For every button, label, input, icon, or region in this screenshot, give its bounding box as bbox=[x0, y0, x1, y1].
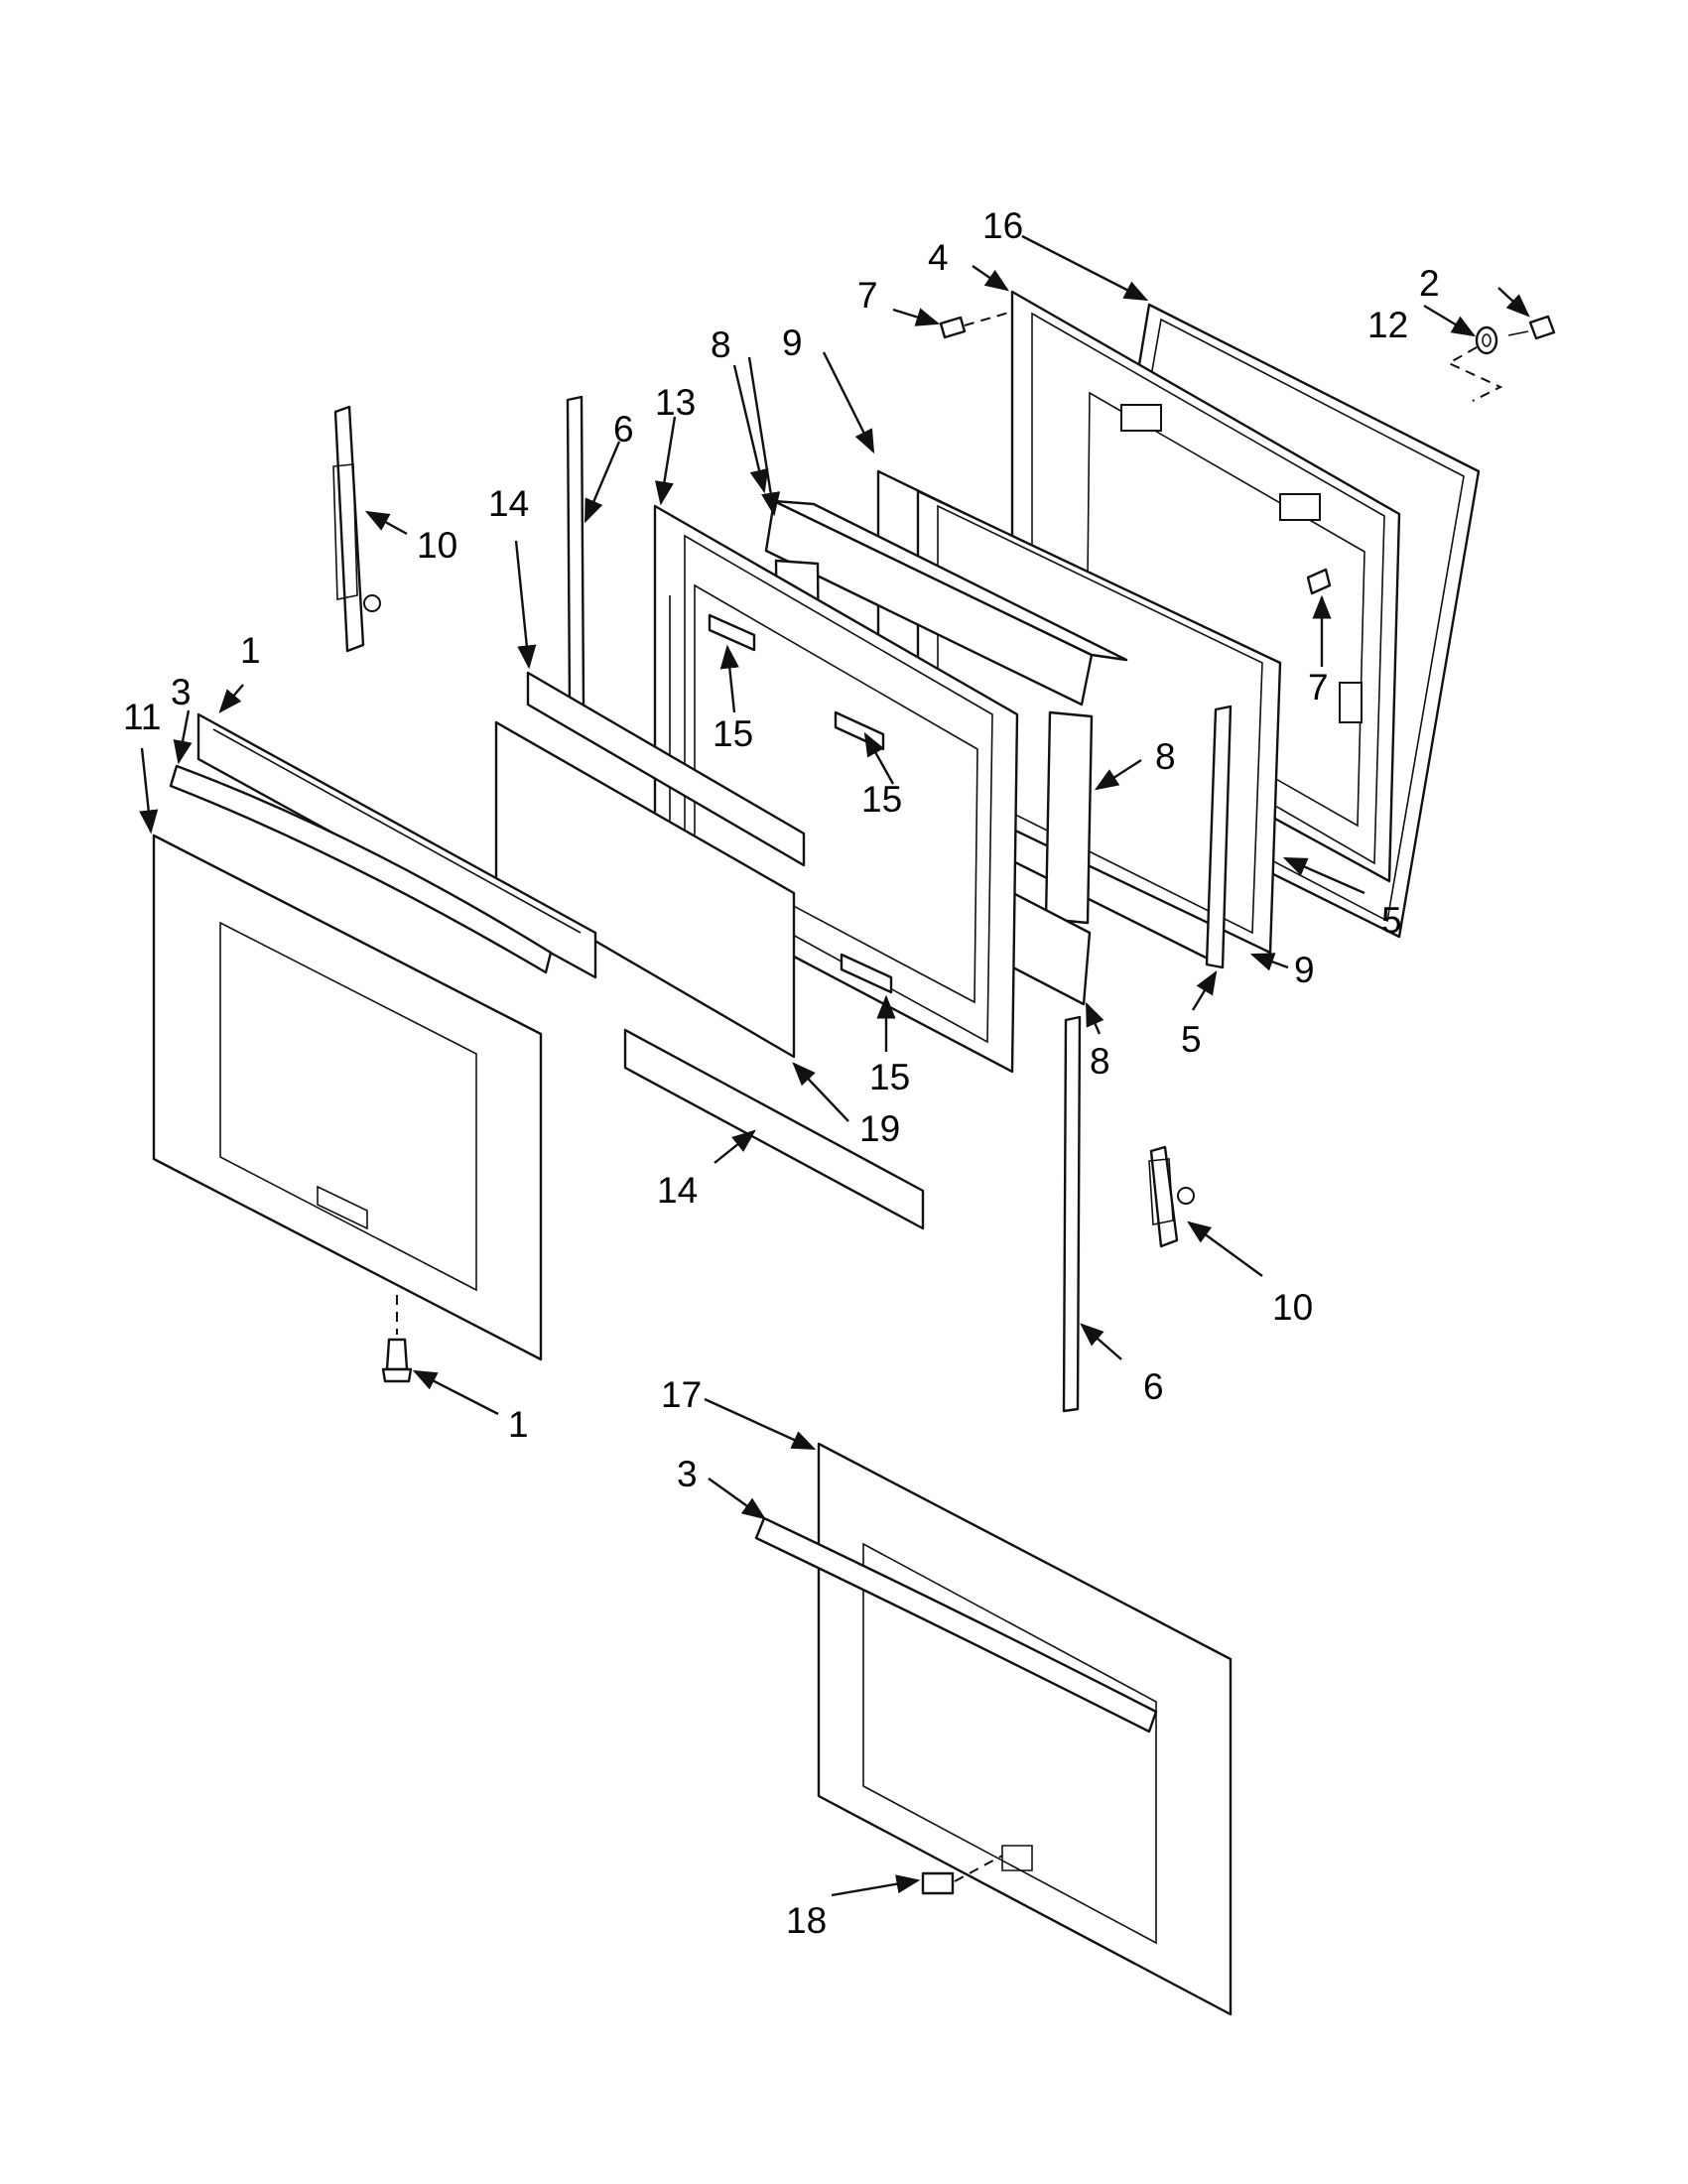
callout-15-upper: 15 bbox=[713, 713, 753, 754]
callout-11: 11 bbox=[123, 697, 161, 737]
callout-13: 13 bbox=[655, 382, 696, 423]
callout-10-upper: 10 bbox=[417, 525, 457, 566]
callout-8-upper: 8 bbox=[711, 324, 731, 365]
part-handle-3-lower bbox=[754, 1516, 1158, 1734]
callout-3-lower: 3 bbox=[677, 1454, 698, 1494]
callout-15-middle: 15 bbox=[861, 779, 902, 820]
part-side-strip-6-lower bbox=[1062, 1015, 1082, 1413]
part-hinge-10-left bbox=[332, 405, 381, 653]
callout-3-upper: 3 bbox=[171, 672, 192, 712]
callout-6-upper: 6 bbox=[613, 409, 634, 450]
part-side-strip-6-upper bbox=[566, 395, 585, 708]
part-outer-door-11 bbox=[152, 834, 543, 1361]
callout-12: 12 bbox=[1367, 305, 1408, 345]
part-insulation-8-top bbox=[764, 499, 1128, 707]
callout-15-lower: 15 bbox=[869, 1057, 910, 1097]
part-bracket-15-a bbox=[708, 613, 756, 652]
callout-14-upper: 14 bbox=[488, 483, 529, 524]
callout-5-right: 5 bbox=[1381, 900, 1402, 941]
callout-8-lower: 8 bbox=[1090, 1041, 1110, 1082]
callout-1-lower: 1 bbox=[508, 1404, 529, 1445]
callout-19: 19 bbox=[859, 1108, 900, 1149]
part-channel-14-upper bbox=[526, 671, 806, 867]
callout-6-lower: 6 bbox=[1143, 1366, 1164, 1407]
part-outer-door-17 bbox=[817, 1442, 1233, 2016]
part-clip-7-upper bbox=[939, 316, 967, 339]
callout-8-right: 8 bbox=[1155, 736, 1176, 777]
part-bracket-15-c bbox=[840, 953, 893, 994]
callout-9-upper: 9 bbox=[782, 322, 803, 363]
callout-14-lower: 14 bbox=[657, 1170, 698, 1211]
callout-18: 18 bbox=[786, 1900, 827, 1941]
part-screw-2 bbox=[1507, 315, 1556, 340]
part-clip-7-right bbox=[1306, 568, 1332, 595]
part-channel-14-lower bbox=[623, 1028, 925, 1230]
callout-10-lower: 10 bbox=[1272, 1287, 1313, 1328]
callout-16: 16 bbox=[982, 205, 1023, 246]
callout-7-right: 7 bbox=[1308, 667, 1329, 707]
callout-5-lower: 5 bbox=[1181, 1019, 1202, 1060]
part-badge-18 bbox=[921, 1871, 955, 1895]
callout-1-upper: 1 bbox=[240, 630, 261, 671]
part-spacer-5 bbox=[1205, 705, 1233, 969]
callout-7-upper: 7 bbox=[857, 275, 878, 316]
part-hinge-10-right bbox=[1148, 1145, 1195, 1248]
callout-2: 2 bbox=[1419, 263, 1440, 304]
part-handle-3 bbox=[169, 764, 553, 974]
callout-4: 4 bbox=[928, 237, 949, 278]
part-washer-12 bbox=[1475, 325, 1498, 355]
callout-9-lower: 9 bbox=[1294, 950, 1315, 990]
part-insulation-8-right bbox=[1044, 710, 1094, 925]
part-handle-1 bbox=[196, 712, 597, 979]
callout-17: 17 bbox=[661, 1374, 702, 1415]
part-screw-1 bbox=[381, 1338, 413, 1383]
part-glass-19 bbox=[494, 720, 796, 1059]
